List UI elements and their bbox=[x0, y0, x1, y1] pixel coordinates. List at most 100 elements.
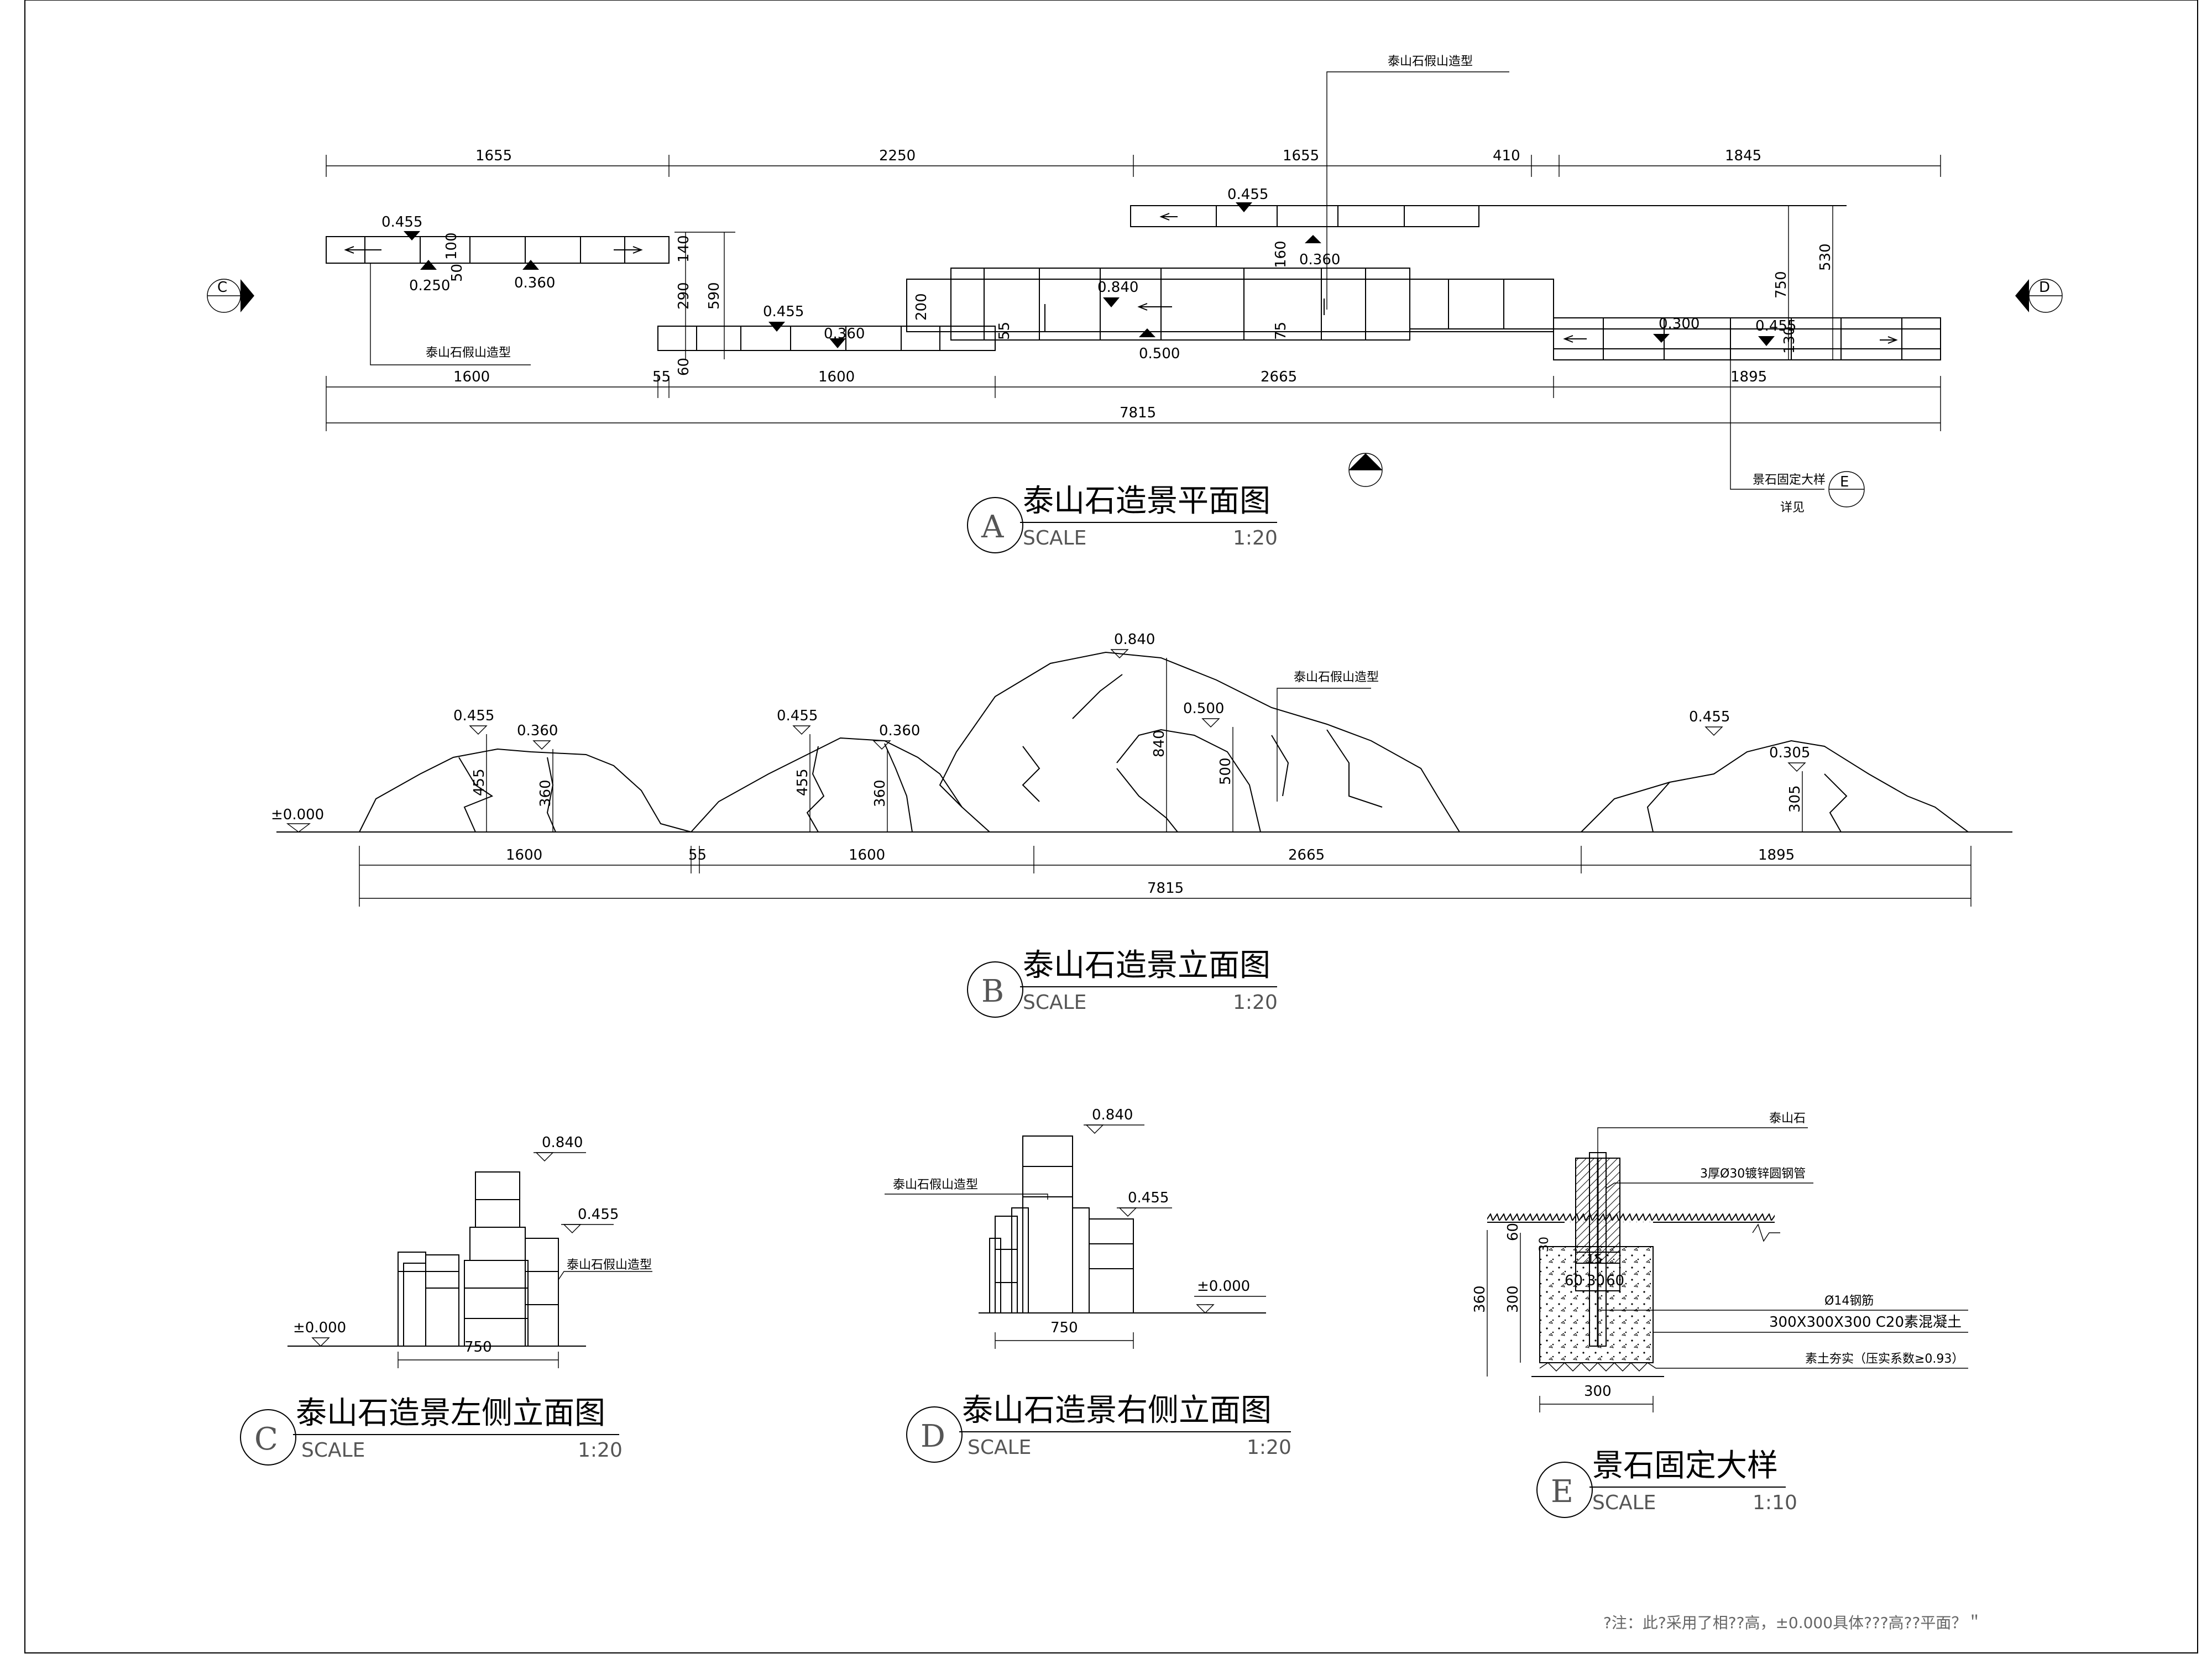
plan-vdim-750: 750 bbox=[1773, 271, 1790, 299]
plan-vdim-200: 200 bbox=[913, 293, 930, 321]
plan-level-2: 0.250 bbox=[409, 278, 450, 294]
front-dim-2: 55 bbox=[688, 847, 707, 863]
plan-vdim-130: 130 bbox=[1781, 326, 1798, 354]
plan-vdim-290: 290 bbox=[676, 282, 692, 310]
plan-level-11: 0.455 bbox=[1755, 318, 1796, 334]
plan-dim-top-4: 410 bbox=[1493, 148, 1520, 164]
front-dim-total: 7815 bbox=[1147, 880, 1184, 897]
front-dimension-chain: 1600 55 1600 2665 1895 7815 bbox=[359, 846, 1972, 907]
front-dim-4: 2665 bbox=[1288, 847, 1325, 863]
detail-concrete bbox=[1539, 1246, 1654, 1363]
right-level-mid: 0.455 bbox=[1128, 1190, 1169, 1206]
front-elevation: ±0.000 0.455 0.360 0.455 bbox=[271, 631, 2012, 1018]
left-scale-word: SCALE bbox=[301, 1439, 365, 1462]
plan-callout-rockery-top: 泰山石假山造型 bbox=[1388, 55, 1473, 69]
front-level-4: 0.360 bbox=[879, 723, 920, 739]
detail-label-concrete: 300X300X300 C20素混凝土 bbox=[1769, 1314, 1962, 1331]
plan-callout-rockery-left: 泰山石假山造型 bbox=[426, 346, 511, 360]
detail-dim-w300: 300 bbox=[1584, 1383, 1612, 1400]
plan-vertical-dimensions: 140 290 590 100 50 60 200 55 75 160 750 … bbox=[443, 205, 1841, 376]
front-rock-outlines bbox=[359, 651, 1969, 833]
front-level-7: 0.455 bbox=[1689, 709, 1730, 725]
detail-label-pipe: 3厚Ø30镀锌圆钢管 bbox=[1700, 1167, 1806, 1181]
detail-dim-300: 300 bbox=[1505, 1285, 1521, 1313]
left-scale: 1:20 bbox=[578, 1439, 623, 1462]
plan-dim-bottom-3: 1600 bbox=[818, 369, 855, 385]
plan-vdim-60: 60 bbox=[676, 358, 692, 376]
plan-dim-total: 7815 bbox=[1120, 405, 1156, 421]
front-title-block: B 泰山石造景立面图 SCALE 1:20 bbox=[967, 948, 1278, 1018]
detail-scale-word: SCALE bbox=[1592, 1491, 1656, 1514]
plan-vdim-55: 55 bbox=[996, 322, 1013, 340]
plan-dim-top-3: 1655 bbox=[1283, 148, 1319, 164]
front-level-1: 0.455 bbox=[453, 708, 494, 724]
plan-top-dimension-chain: 1655 2250 1655 410 1845 bbox=[326, 148, 1941, 177]
plan-vdim-140: 140 bbox=[676, 235, 692, 263]
plan-level-1: 0.455 bbox=[381, 214, 422, 231]
right-scale: 1:20 bbox=[1247, 1436, 1291, 1459]
plan-level-3: 0.360 bbox=[514, 275, 555, 291]
front-level-5: 0.840 bbox=[1114, 631, 1155, 648]
plan-dim-top-5: 1845 bbox=[1725, 148, 1761, 164]
front-level-2: 0.360 bbox=[517, 723, 558, 739]
plan-dim-top-1: 1655 bbox=[475, 148, 512, 164]
plan-level-9: 0.360 bbox=[1299, 252, 1340, 268]
left-title-letter: C bbox=[254, 1421, 278, 1457]
front-height-dims: 455 360 455 360 840 500 305 bbox=[471, 658, 1803, 832]
plan-vdim-50: 50 bbox=[449, 264, 466, 282]
plan-section-mark-c: C bbox=[207, 279, 254, 313]
front-height-3: 455 bbox=[794, 768, 811, 796]
detail-dim-w60b: 60 bbox=[1606, 1273, 1624, 1289]
detail-label-rebar: Ø14钢筋 bbox=[1824, 1294, 1874, 1308]
plan-vdim-160: 160 bbox=[1273, 240, 1289, 268]
detail-dim-15: 15 bbox=[1587, 1253, 1602, 1267]
front-dim-3: 1600 bbox=[849, 847, 885, 863]
front-level-3: 0.455 bbox=[777, 708, 818, 724]
plan-title: 泰山石造景平面图 bbox=[1023, 483, 1270, 519]
plan-title-block: A 泰山石造景平面图 SCALE 1:20 bbox=[967, 483, 1278, 553]
plan-level-7: 0.500 bbox=[1139, 346, 1180, 362]
sheet-border bbox=[24, 0, 2198, 1653]
plan-section-mark-d: D bbox=[2015, 279, 2063, 313]
front-dim-1: 1600 bbox=[506, 847, 542, 863]
front-scale: 1:20 bbox=[1233, 991, 1278, 1014]
right-callout-rockery: 泰山石假山造型 bbox=[893, 1178, 978, 1192]
left-title: 泰山石造景左侧立面图 bbox=[296, 1395, 605, 1431]
plan-vdim-75: 75 bbox=[1273, 322, 1289, 340]
detail-title: 景石固定大样 bbox=[1592, 1448, 1778, 1484]
front-title-letter: B bbox=[981, 974, 1004, 1009]
plan-callout-detail-see: 详见 bbox=[1780, 501, 1805, 515]
detail-dim-60: 60 bbox=[1505, 1223, 1521, 1241]
right-width: 750 bbox=[1050, 1320, 1078, 1336]
right-title: 泰山石造景右侧立面图 bbox=[962, 1393, 1272, 1428]
plan-level-markers: 0.455 0.250 0.360 0.455 0.360 0.840 0.50… bbox=[381, 186, 1796, 362]
plan-dim-bottom-1: 1600 bbox=[453, 369, 490, 385]
right-rock-blocks bbox=[989, 1135, 1134, 1313]
left-title-block: C 泰山石造景左侧立面图 SCALE 1:20 bbox=[240, 1395, 623, 1466]
plan-dim-bottom-2: 55 bbox=[652, 369, 671, 385]
front-height-6: 500 bbox=[1217, 757, 1234, 785]
plan-section-mark-b: B bbox=[1348, 453, 1383, 487]
front-height-2: 360 bbox=[537, 779, 554, 807]
detail-label-stone: 泰山石 bbox=[1769, 1112, 1806, 1126]
front-level-6: 0.500 bbox=[1183, 700, 1224, 717]
fixing-detail: 泰山石 3厚Ø30镀锌圆钢管 Ø14钢筋 300X300X300 C20素混凝土… bbox=[1472, 1112, 1968, 1518]
left-level-top: 0.840 bbox=[542, 1134, 583, 1151]
plan-dim-bottom-4: 2665 bbox=[1261, 369, 1297, 385]
plan-scale: 1:20 bbox=[1233, 527, 1278, 549]
front-ground-level: ±0.000 bbox=[271, 807, 324, 823]
plan-level-8: 0.455 bbox=[1227, 186, 1268, 203]
detail-dim-360: 360 bbox=[1472, 1285, 1488, 1313]
right-title-letter: D bbox=[921, 1419, 945, 1454]
right-level-top: 0.840 bbox=[1092, 1107, 1133, 1123]
left-rock-blocks bbox=[398, 1171, 559, 1347]
left-ground-level: ±0.000 bbox=[293, 1320, 346, 1336]
front-scale-word: SCALE bbox=[1023, 991, 1086, 1014]
footnote: ?注：此?采用了相??高，±0.000具体???高??平面？＂ bbox=[1603, 1614, 1982, 1632]
front-height-5: 840 bbox=[1151, 730, 1168, 757]
plan-level-10: 0.300 bbox=[1659, 316, 1699, 332]
plan-detail-mark-e: E bbox=[1840, 474, 1849, 490]
plan-callout-detail: 景石固定大样 bbox=[1753, 473, 1826, 487]
detail-dim-w60a: 60 bbox=[1565, 1273, 1583, 1289]
